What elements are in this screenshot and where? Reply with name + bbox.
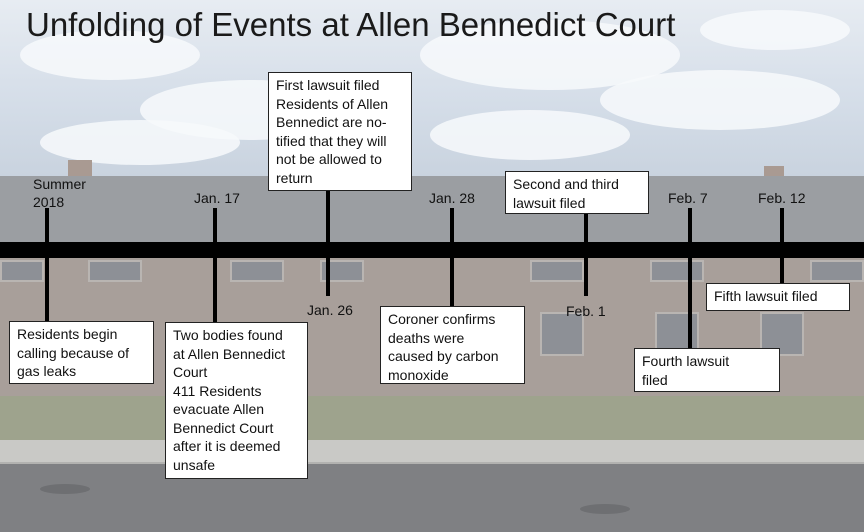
date-label: Jan. 26 [307,302,353,318]
timeline-tick [326,190,330,296]
date-label: Feb. 1 [566,303,606,319]
event-box: First lawsuit filed Residents of Allen B… [268,72,412,191]
window [230,260,284,282]
event-line: at Allen Bennedict [173,345,286,362]
event-line: Bennedict are no- [276,114,387,130]
event-box: Fifth lawsuit filed [706,283,850,311]
event-line: Fourth lawsuit [642,353,730,369]
event-line: deaths were [388,329,465,346]
event-line: not be allowed to [276,151,382,167]
event-line: 411 Residents [173,382,262,399]
event-line: Bennedict Court [173,419,274,436]
event-box: Second and third lawsuit filed [505,171,649,214]
timeline-tick [780,208,784,284]
event-box: Two bodies found at Allen Bennedict Cour… [165,322,308,479]
cloud [40,120,240,165]
event-line: evacuate Allen [173,401,265,417]
event-line: lawsuit filed [513,194,586,211]
event-line: First lawsuit filed [276,77,380,93]
cloud [700,10,850,50]
road [0,464,864,532]
date-label: Feb. 7 [668,190,708,206]
timeline-tick [213,208,217,324]
cloud [430,110,630,160]
timeline-tick [584,212,588,296]
date-label: Summer 2018 [33,176,86,210]
event-box: Residents begin calling because of gas l… [9,321,154,384]
window [0,260,44,282]
event-line: calling because of [17,344,130,361]
event-line: unsafe [173,456,216,473]
timeline-tick [45,208,49,324]
manhole [580,504,630,514]
event-line: Court [173,364,208,380]
window [540,312,584,356]
event-box: Fourth lawsuit filed [634,348,780,392]
sidewalk [0,440,864,464]
cloud [20,30,200,80]
cloud [600,70,840,130]
event-line: Second and third [513,176,619,192]
event-line: filed [642,371,668,388]
timeline-tick [450,208,454,308]
event-line: after it is deemed [173,438,281,454]
window [320,260,364,282]
event-line: Fifth lawsuit filed [714,288,818,304]
page-title: Unfolding of Events at Allen Bennedict C… [26,6,676,43]
window [650,260,704,282]
event-line: Coroner confirms [388,311,496,327]
window [88,260,142,282]
timeline-axis [0,242,864,258]
timeline-tick [688,208,692,348]
date-label: Jan. 17 [194,190,240,206]
chimney [68,160,92,180]
event-line: caused by carbon [388,348,499,364]
date-label: Jan. 28 [429,190,475,206]
event-line: gas leaks [17,363,77,379]
event-box: Coroner confirms deaths were caused by c… [380,306,525,384]
date-label: Feb. 12 [758,190,806,206]
manhole [40,484,90,494]
window [530,260,584,282]
event-line: Residents begin [17,326,118,342]
event-line: monoxide [388,366,449,383]
event-line: return [276,169,313,186]
event-line: Two bodies found [173,327,283,343]
roof [0,176,864,246]
lawn [0,396,864,440]
window [810,260,864,282]
event-line: Residents of Allen [276,95,389,112]
event-line: tified that they will [276,132,387,149]
